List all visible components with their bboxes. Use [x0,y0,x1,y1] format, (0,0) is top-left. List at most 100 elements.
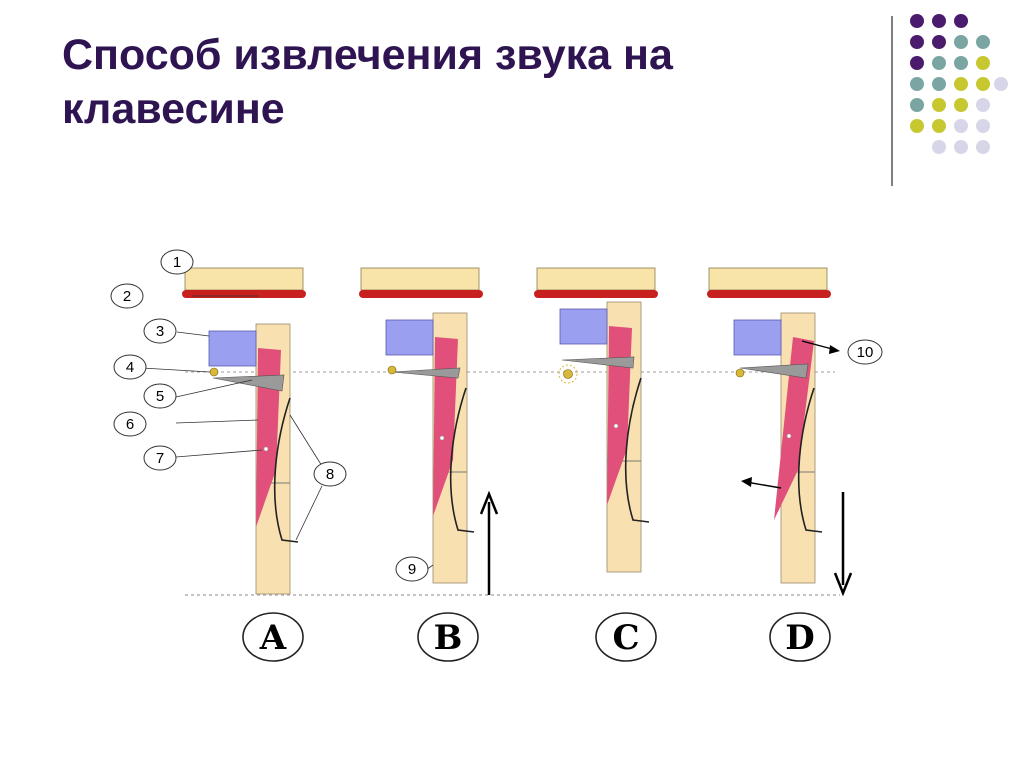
decorative-dot [910,119,924,133]
stage-c-mechanism [534,267,658,573]
callout-label: 1 [173,254,181,271]
decorative-dot [932,98,946,112]
string-pin [735,368,745,378]
stage-label-a: A [242,612,304,662]
decorative-dot [954,77,968,91]
decorative-dot [976,35,990,49]
string-pin [387,365,397,375]
callout-label: 4 [126,359,134,376]
damper-block [559,308,608,345]
decorative-dot [976,140,990,154]
decorative-dot [910,98,924,112]
decorative-dot [910,14,924,28]
decorative-dot [976,56,990,70]
callout-1: 1 [160,249,194,275]
decorative-dot [932,56,946,70]
stage-label-d: D [769,612,831,662]
decorative-dot [910,56,924,70]
string-bar [184,267,304,291]
stage-letter: B [434,618,463,658]
decorative-dot [932,14,946,28]
return-arrow [745,481,782,489]
tongue [433,337,458,516]
tongue-tilted [774,337,814,520]
title-divider-line [891,16,893,186]
stage-b-mechanism [359,267,499,595]
callout-4: 4 [113,354,147,380]
tongue [607,326,632,505]
decorative-dot [976,98,990,112]
stage-label-b: B [417,612,479,662]
stage-letter: C [612,618,639,658]
tongue-pivot [263,446,269,452]
stage-label-c: C [595,612,657,662]
damper-strip [359,290,483,298]
damper-strip [707,290,831,298]
decorative-dot [910,77,924,91]
up-arrow-head [479,490,499,515]
tongue-pivot [786,433,792,439]
callout-label: 8 [326,466,334,483]
tilt-arrow-head [829,345,840,354]
decorative-dot [932,77,946,91]
decorative-dot [954,56,968,70]
stage-d-mechanism [707,267,853,597]
callout-2: 2 [110,283,144,309]
stage-letter: A [259,618,287,658]
string-pin [563,369,573,379]
decorative-dot [976,77,990,91]
string-bar [708,267,828,291]
decorative-dot [910,35,924,49]
return-arrow-head [741,477,752,487]
plectrum [391,367,461,379]
tongue-pivot [439,435,445,441]
stage-a-mechanism [141,267,323,595]
plectrum [212,374,285,392]
callout-5: 5 [143,383,177,409]
decorative-dot [954,35,968,49]
spring [624,377,650,523]
callout-label: 3 [156,323,164,340]
string-bar [536,267,656,291]
callout-8: 8 [313,461,347,487]
plectrum [561,356,635,369]
decorative-dot [994,77,1008,91]
callout-label: 5 [156,388,164,405]
string-pin [209,367,219,377]
callout-3: 3 [143,318,177,344]
tongue [256,348,281,527]
callout-label: 2 [123,288,131,305]
string-pin-glow [558,364,578,384]
callout-10: 10 [847,339,883,365]
callout-7: 7 [143,445,177,471]
tongue-pivot [613,423,619,429]
decorative-dot [932,35,946,49]
spring [797,387,823,533]
spring [273,397,299,543]
decorative-dot [932,140,946,154]
plectrum [739,363,809,379]
decorative-dot [954,14,968,28]
callout-label: 6 [126,416,134,433]
damper-block [208,330,257,367]
slide-title: Способ извлечения звука на клавесине [62,31,673,133]
callout-label: 7 [156,450,164,467]
callout-label: 10 [857,344,874,361]
damper-strip [534,290,658,298]
decorative-dot [976,119,990,133]
damper-block [733,319,782,356]
decorative-dot [954,98,968,112]
string-bar [360,267,480,291]
stage-letter: D [785,618,814,658]
damper-block [385,319,434,356]
decorative-dot [954,140,968,154]
callout-6: 6 [113,411,147,437]
decorative-dot [954,119,968,133]
damper-strip [182,290,306,298]
decorative-dot-grid [910,14,1008,154]
callout-9: 9 [395,556,429,582]
callout-label: 9 [408,561,416,578]
spring [449,387,475,533]
down-arrow-head [833,572,853,597]
